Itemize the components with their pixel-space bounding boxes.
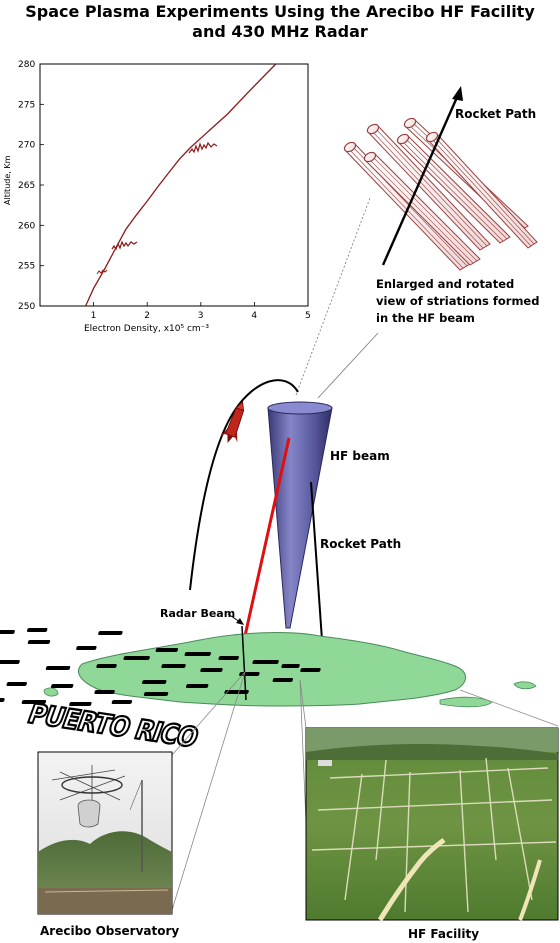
town-name-mark (281, 664, 300, 668)
map-town-labels (0, 628, 321, 706)
rocket-path-label-top: Rocket Path (455, 107, 536, 121)
x-tick-label: 2 (144, 311, 150, 321)
town-name-mark (224, 690, 249, 694)
town-name-mark (96, 664, 117, 668)
y-tick-label: 260 (18, 221, 35, 231)
profile-ripple-middle (111, 240, 138, 251)
town-name-mark (143, 692, 169, 696)
connector-line (295, 197, 371, 396)
town-name-mark (98, 631, 123, 635)
striation-tube (363, 151, 481, 266)
town-name-mark (123, 656, 150, 660)
y-tick-label: 265 (18, 181, 35, 191)
x-tick-label: 4 (251, 311, 257, 321)
radar-beam (243, 437, 291, 637)
town-name-mark (161, 664, 186, 668)
profile-ripple-upper (188, 141, 218, 154)
town-name-mark (252, 660, 279, 664)
island-shape (77, 632, 466, 707)
connector-line (317, 332, 379, 399)
chart-ticks (40, 63, 309, 307)
beam-footprint-line (241, 625, 247, 701)
town-name-mark (272, 678, 293, 682)
hf-beam-label: HF beam (330, 449, 390, 463)
town-name-mark (200, 668, 223, 672)
town-name-mark (21, 700, 47, 704)
mona-island (43, 687, 59, 697)
y-tick-label: 280 (18, 60, 35, 70)
radar-beam-label: Radar Beam (160, 607, 235, 620)
town-name-mark (218, 656, 239, 660)
striation-tube (366, 123, 491, 251)
hf-facility-photo (305, 727, 559, 922)
striation-tube (425, 131, 538, 249)
profile-ripple-lower (96, 269, 108, 275)
rocket-path-label-mid: Rocket Path (320, 537, 401, 551)
arecibo-photo (37, 751, 173, 915)
rocket-path-arrow-top (381, 86, 463, 266)
y-tick-label: 270 (18, 141, 35, 151)
striations-view (343, 117, 538, 271)
figure-title: Space Plasma Experiments Using the Areci… (0, 2, 560, 42)
culebra-island (513, 681, 537, 690)
puerto-rico-label: PUERTO RICO (23, 699, 201, 754)
town-name-mark (45, 666, 71, 670)
striation-tube (396, 133, 511, 244)
rocket-trajectory (189, 379, 299, 591)
chart-y-axis-label: Altitude, Km (3, 155, 12, 205)
y-tick-label: 275 (18, 100, 35, 110)
town-name-mark (69, 702, 92, 706)
title-line-1: Space Plasma Experiments Using the Areci… (25, 2, 535, 21)
town-name-mark (76, 646, 97, 650)
x-tick-label: 3 (198, 311, 204, 321)
y-tick-label: 255 (18, 262, 35, 272)
town-name-mark (50, 684, 74, 688)
town-name-mark (0, 698, 5, 702)
title-line-2: and 430 MHz Radar (192, 22, 368, 41)
town-name-mark (6, 682, 27, 686)
rocket-path-line (310, 481, 323, 641)
town-name-mark (94, 690, 115, 694)
town-name-mark (0, 660, 20, 664)
town-name-mark (27, 628, 48, 632)
striations-note: Enlarged and rotated view of striations … (376, 277, 539, 325)
y-tick-label: 250 (18, 302, 35, 312)
chart-x-axis-label: Electron Density, x10⁵ cm⁻³ (84, 324, 209, 334)
town-name-mark (185, 684, 209, 688)
town-name-mark (27, 640, 51, 644)
chart-tick-labels: 1 2 3 4 5 250 255 260 265 270 275 280 (18, 60, 311, 321)
hf-beam-cone (267, 401, 333, 629)
x-tick-label: 5 (305, 311, 311, 321)
rocket-icon (220, 400, 245, 444)
striations-note-line-1: Enlarged and rotated (376, 277, 514, 291)
hf-facility-label: HF Facility (408, 927, 479, 941)
town-name-mark (155, 648, 179, 652)
striations-note-line-3: in the HF beam (376, 311, 475, 325)
town-name-mark (142, 680, 167, 684)
chart-frame (39, 63, 309, 307)
town-name-mark (111, 700, 133, 704)
radar-beam-pointer (227, 613, 244, 625)
puerto-rico-map (0, 625, 537, 708)
town-name-mark (0, 630, 15, 634)
town-name-mark (184, 652, 211, 656)
arecibo-label: Arecibo Observatory (40, 924, 179, 938)
striations-note-line-2: view of striations formed (376, 294, 539, 308)
series-line-0 (85, 63, 277, 307)
density-profile-line (85, 63, 277, 307)
x-tick-label: 1 (91, 311, 97, 321)
town-name-mark (300, 668, 321, 672)
